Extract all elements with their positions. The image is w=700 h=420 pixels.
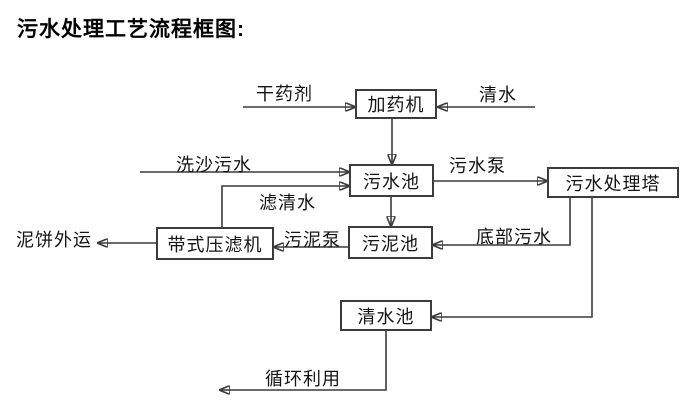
node-treatment-tower: 污水处理塔	[547, 167, 679, 198]
node-sludge-pool: 污泥池	[348, 226, 433, 259]
page-title: 污水处理工艺流程框图:	[17, 18, 245, 41]
flow-label-recycle-use: 循环利用	[265, 369, 341, 389]
node-sewage-pool: 污水池	[349, 164, 434, 197]
flow-label-sludge-pump: 污泥泵	[284, 230, 341, 250]
node-dosing-machine: 加药机	[355, 89, 437, 119]
arrow-tower-to-clear-pool	[432, 198, 593, 317]
flow-label-sand-washing-sewage: 洗沙污水	[176, 155, 252, 175]
arrow-filtered-water	[221, 186, 349, 227]
flow-label-dry-agent: 干药剂	[256, 84, 313, 104]
node-clear-water-pool: 清水池	[340, 300, 432, 331]
arrow-bottom-sewage	[433, 198, 571, 245]
flow-label-bottom-sewage: 底部污水	[476, 227, 552, 247]
node-belt-filter-press: 带式压滤机	[156, 227, 274, 260]
flow-label-filtered-water: 滤清水	[259, 193, 316, 213]
flow-label-mud-cake-out: 泥饼外运	[16, 230, 92, 250]
flow-label-sewage-pump: 污水泵	[449, 156, 506, 176]
arrow-recycle-use	[220, 331, 387, 390]
flow-label-clear-water: 清水	[479, 85, 517, 105]
